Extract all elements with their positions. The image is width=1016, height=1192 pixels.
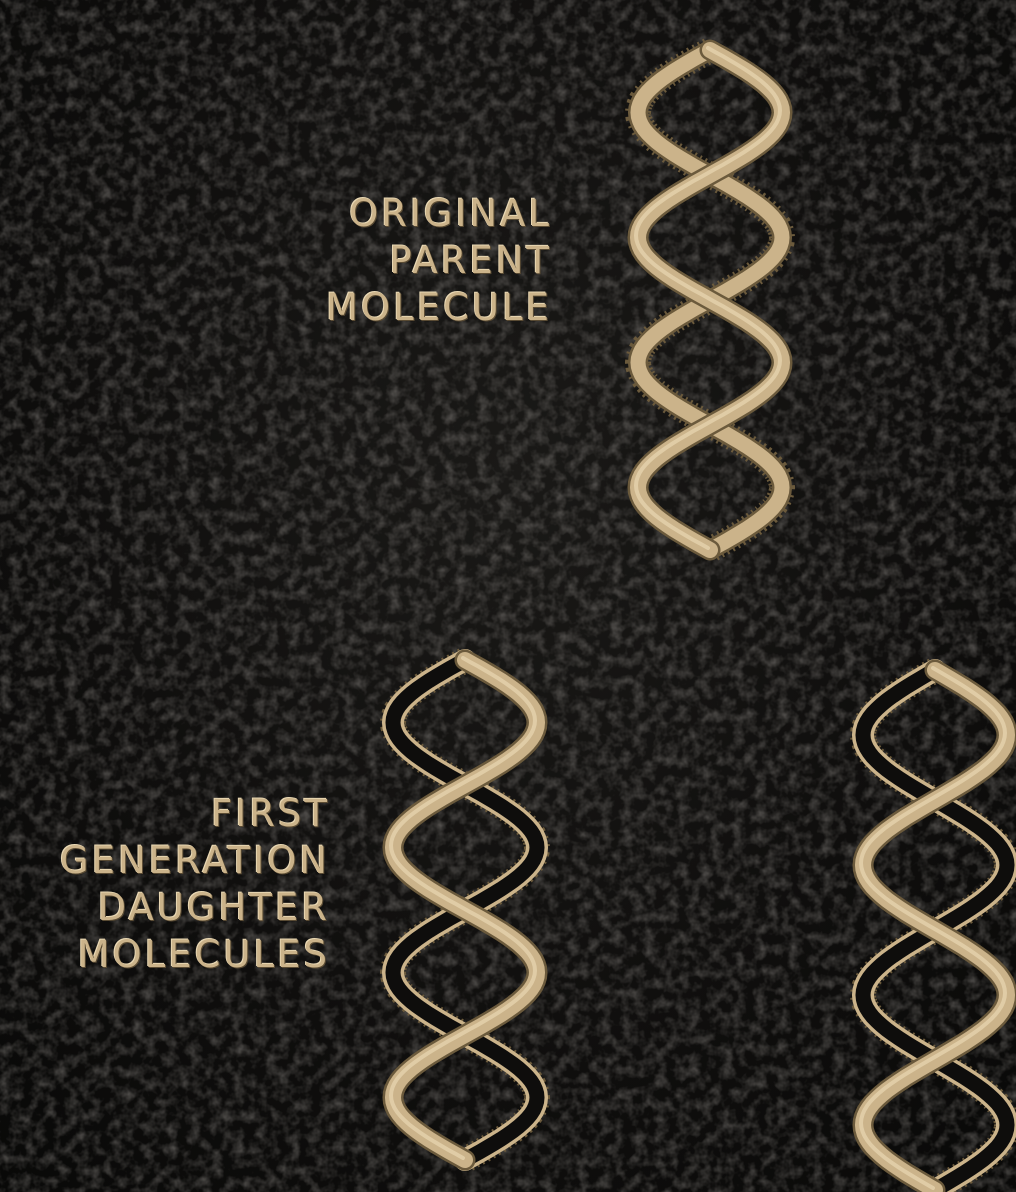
strand-a-highlight — [391, 658, 535, 1158]
strand-a-highlight — [861, 668, 1005, 1188]
daughter-2-strands — [861, 668, 1007, 1190]
label-line-molecule: MOLECULE — [260, 284, 552, 331]
first-generation-daughter-molecules-label: FIRST GENERATION DAUGHTER MOLECULES — [0, 790, 330, 978]
original-parent-molecule-label: ORIGINAL PARENT MOLECULE — [260, 190, 552, 331]
original-parent-molecule-helix — [600, 20, 820, 580]
label-line-parent: PARENT — [260, 237, 552, 284]
daughter-molecule-helix-1 — [370, 630, 570, 1190]
daughter-1-strands — [391, 658, 537, 1160]
strand-a-highlight — [636, 48, 780, 548]
label-line-daughter: DAUGHTER — [0, 884, 330, 931]
daughter-molecule-helix-2 — [840, 640, 1016, 1192]
parent-strands — [636, 48, 782, 550]
label-line-first: FIRST — [0, 790, 330, 837]
label-line-original: ORIGINAL — [260, 190, 552, 237]
label-line-generation: GENERATION — [0, 837, 330, 884]
label-line-molecules: MOLECULES — [0, 931, 330, 978]
